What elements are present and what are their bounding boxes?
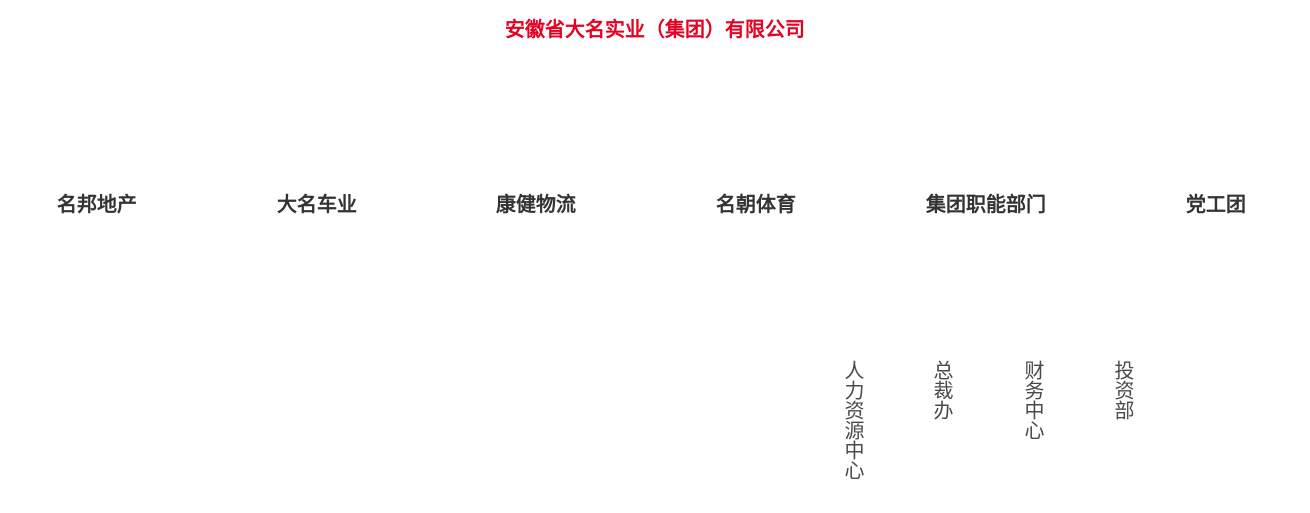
org-node-group-functions[interactable]: 集团职能部门 — [926, 194, 1046, 216]
org-node-daming-auto[interactable]: 大名车业 — [277, 194, 357, 216]
org-root-node[interactable]: 安徽省大名实业（集团）有限公司 — [505, 19, 805, 41]
org-subnode-hr-center[interactable]: 人力资源中心 — [841, 360, 863, 480]
org-subnode-investment-dept[interactable]: 投资部 — [1111, 360, 1133, 420]
org-node-mingbang-realestate[interactable]: 名邦地产 — [57, 194, 137, 216]
org-node-mingchao-sports[interactable]: 名朝体育 — [716, 194, 796, 216]
org-subnode-finance-center[interactable]: 财务中心 — [1021, 360, 1043, 440]
org-subnode-president-office[interactable]: 总裁办 — [930, 360, 952, 420]
org-node-party-union[interactable]: 党工团 — [1186, 194, 1246, 216]
org-node-kangjian-logistics[interactable]: 康健物流 — [496, 194, 576, 216]
